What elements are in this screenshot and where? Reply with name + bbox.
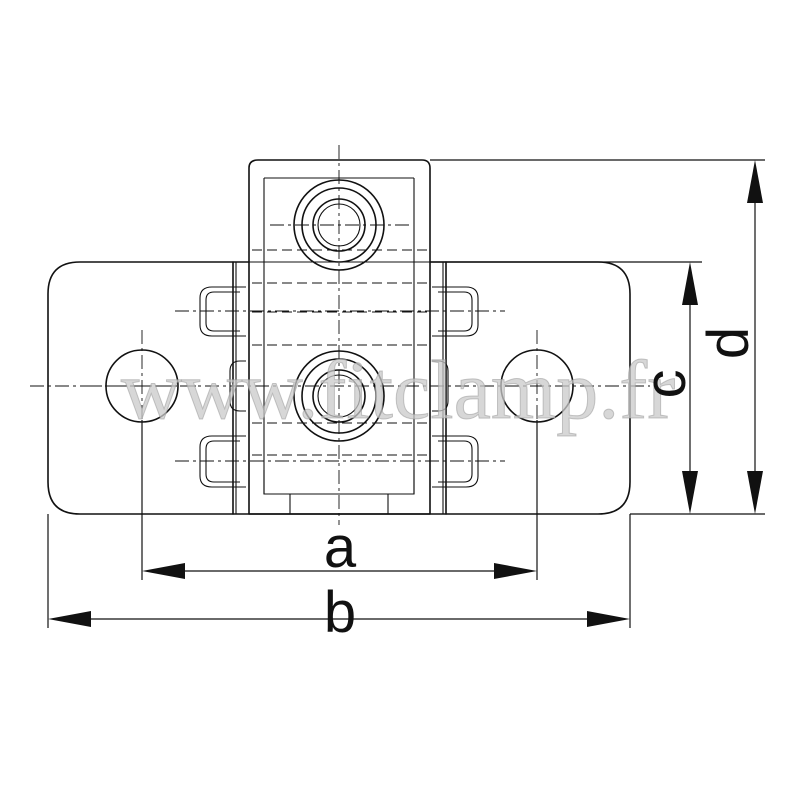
socket-body: [232, 159, 447, 515]
dimension-label-a: a: [324, 515, 357, 580]
watermark-text: www.fitclamp.fr: [121, 344, 675, 437]
base-plate-outline-right: [445, 261, 631, 515]
socket-outline: [248, 159, 431, 515]
base-plate-outline: [47, 261, 234, 515]
lug-left-bottom: [199, 435, 246, 488]
dimension-b: [47, 514, 631, 628]
center-lines: [30, 145, 650, 525]
lug-left-top: [199, 286, 246, 337]
side-lugs: [199, 286, 479, 488]
dimension-label-b: b: [324, 580, 356, 645]
dimension-label-c: c: [633, 370, 698, 399]
lug-right-top: [432, 286, 479, 337]
dimension-d: [430, 159, 765, 514]
dimension-a: [141, 420, 538, 580]
dimension-label-d: d: [696, 327, 761, 359]
lug-right-bottom: [432, 435, 479, 488]
dimension-c: [430, 261, 765, 515]
